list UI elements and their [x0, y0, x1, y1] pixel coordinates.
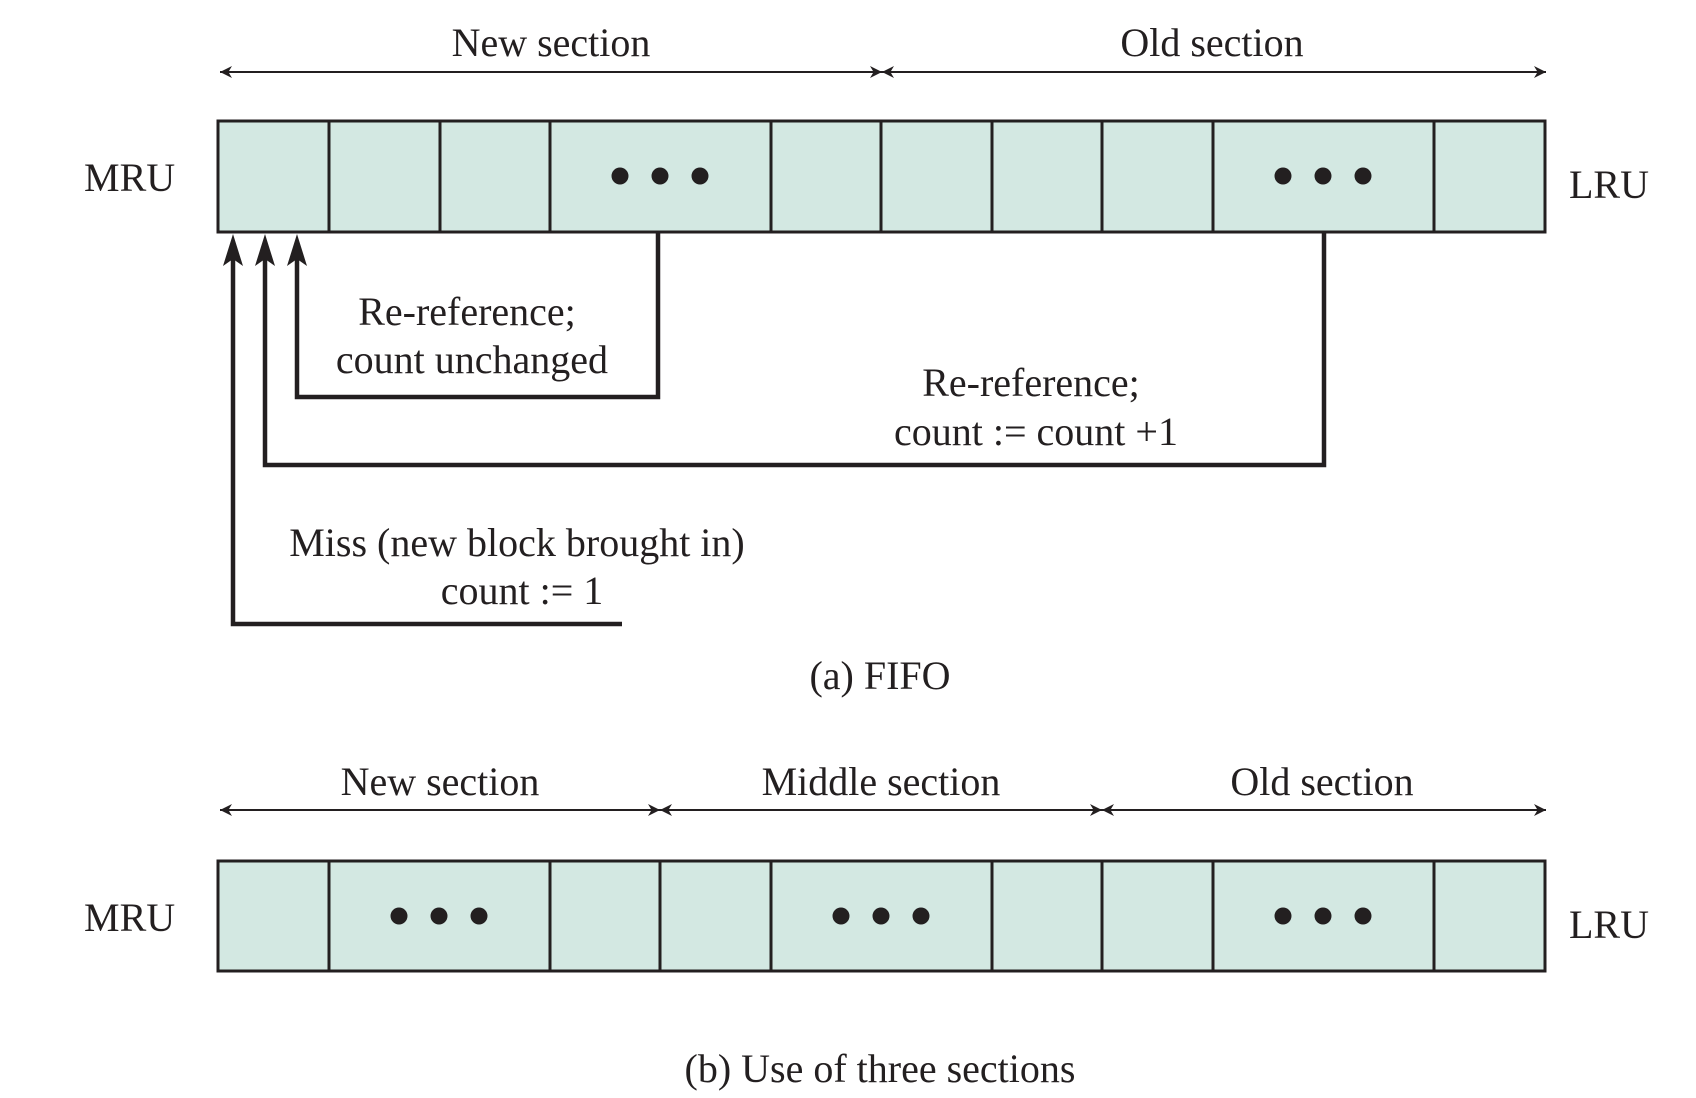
buffer-cell — [548, 859, 662, 973]
ellipsis-dots — [1274, 907, 1372, 925]
buffer-cell — [1100, 119, 1215, 234]
new-section-label: New section — [341, 759, 540, 804]
rereference-increment-path — [262, 232, 1327, 468]
buffer-cell — [658, 859, 773, 973]
rereference-unchanged-label: Re-reference; count unchanged — [336, 289, 608, 382]
panel-b-caption: (b) Use of three sections — [685, 1046, 1076, 1091]
panel-b-three-sections: New section Middle section Old section M… — [84, 759, 1649, 1091]
miss-label: Miss (new block brought in) count := 1 — [289, 520, 755, 613]
buffer-cell — [216, 119, 331, 234]
miss-path — [230, 255, 622, 627]
ellipsis-dots — [390, 907, 488, 925]
new-section-label: New section — [452, 20, 651, 65]
buffer-cell — [1432, 859, 1547, 973]
lru-label: LRU — [1569, 902, 1649, 947]
rereference-increment-arrowhead — [255, 234, 275, 266]
mru-label: MRU — [84, 155, 175, 200]
mru-label: MRU — [84, 895, 175, 940]
miss-arrowhead — [223, 234, 243, 266]
panel-a-caption: (a) FIFO — [809, 653, 950, 698]
panel-a-fifo: New section Old section MRU LRU — [84, 20, 1649, 698]
panel-b-section-spans: New section Middle section Old section — [220, 759, 1546, 816]
ellipsis-dots — [1274, 167, 1372, 185]
panel-a-buffer — [216, 119, 1547, 234]
buffer-cell — [327, 119, 442, 234]
buffer-cell — [216, 859, 331, 973]
ellipsis-dots — [611, 167, 709, 185]
lru-label: LRU — [1569, 162, 1649, 207]
buffer-cell — [990, 859, 1104, 973]
buffer-cell — [769, 119, 883, 234]
buffer-cell — [1100, 859, 1215, 973]
panel-a-flow-arrows — [223, 232, 1327, 627]
old-section-label: Old section — [1230, 759, 1413, 804]
middle-section-label: Middle section — [762, 759, 1001, 804]
old-section-label: Old section — [1120, 20, 1303, 65]
rereference-unchanged-path — [294, 232, 661, 400]
panel-b-buffer — [216, 859, 1547, 973]
panel-a-section-spans: New section Old section — [220, 20, 1546, 78]
buffer-cell — [1432, 119, 1547, 234]
ellipsis-dots — [832, 907, 930, 925]
rereference-unchanged-arrowhead — [287, 234, 307, 266]
buffer-cell — [879, 119, 994, 234]
buffer-cell — [990, 119, 1104, 234]
rereference-increment-label: Re-reference; count := count +1 — [894, 360, 1178, 454]
buffer-cell — [438, 119, 552, 234]
